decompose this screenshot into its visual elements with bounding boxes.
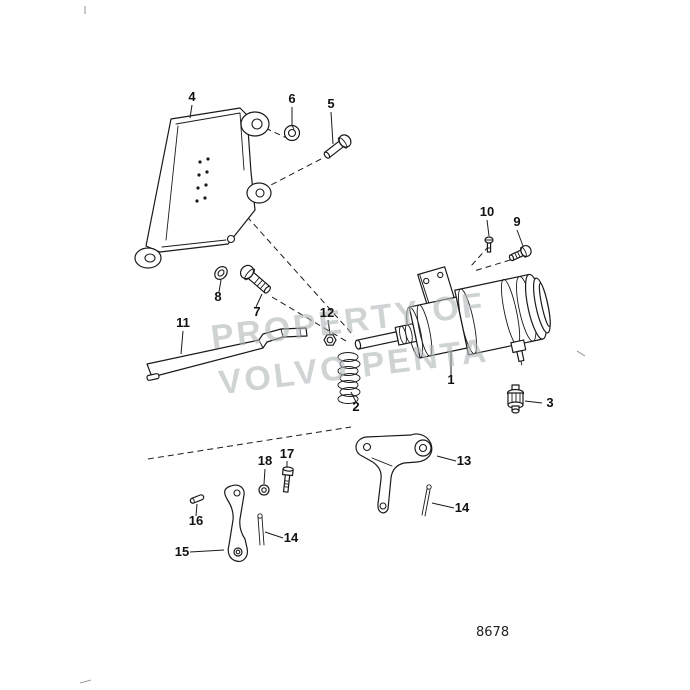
callout-label-16-16: 16	[189, 513, 203, 528]
callout-label-17-15: 17	[280, 446, 294, 461]
valve-fitting-part3	[506, 384, 525, 414]
construction-lines	[147, 126, 521, 460]
washer-part8	[214, 266, 228, 280]
callout-label-13-12: 13	[457, 453, 471, 468]
lever-arm-part11	[146, 327, 308, 381]
callout-label-8-5: 8	[214, 289, 221, 304]
cotter-pin-part14-left	[257, 513, 265, 546]
pin-part16	[189, 494, 205, 504]
callout-label-5-2: 5	[327, 96, 334, 111]
callout-label-1-9: 1	[447, 372, 454, 387]
leader-lines	[180, 104, 543, 553]
callout-label-12-7: 12	[320, 305, 334, 320]
callout-label-14-18: 14	[284, 530, 299, 545]
mounting-bracket-part4	[134, 107, 272, 269]
cotter-pin-part14-right	[421, 484, 432, 517]
lock-washer-part6	[283, 124, 301, 142]
bolt-part5	[323, 134, 352, 159]
link-bracket-part15	[224, 484, 248, 562]
callout-label-2-10: 2	[352, 399, 359, 414]
screw-part10	[484, 236, 494, 253]
nut-part12	[323, 334, 337, 346]
callout-label-15-17: 15	[175, 544, 189, 559]
bolt-part7	[239, 264, 272, 294]
bracket-part13	[355, 433, 433, 514]
callout-label-14-13: 14	[455, 500, 470, 515]
callout-label-18-14: 18	[258, 453, 272, 468]
spring-part2	[337, 352, 361, 404]
callout-label-9-4: 9	[513, 214, 520, 229]
callout-label-7-6: 7	[253, 304, 260, 319]
servo-cylinder-part1	[354, 266, 551, 366]
callout-label-4-0: 4	[188, 89, 196, 104]
callout-label-3-11: 3	[546, 395, 553, 410]
figure-number: 8678	[476, 625, 509, 640]
callout-label-11-8: 11	[176, 315, 190, 330]
callout-label-6-1: 6	[288, 91, 295, 106]
bolt-part9	[508, 244, 532, 262]
registration-marks	[79, 6, 586, 684]
callout-label-10-3: 10	[480, 204, 494, 219]
bolt-part17	[281, 466, 294, 493]
washer-part18	[258, 484, 270, 496]
